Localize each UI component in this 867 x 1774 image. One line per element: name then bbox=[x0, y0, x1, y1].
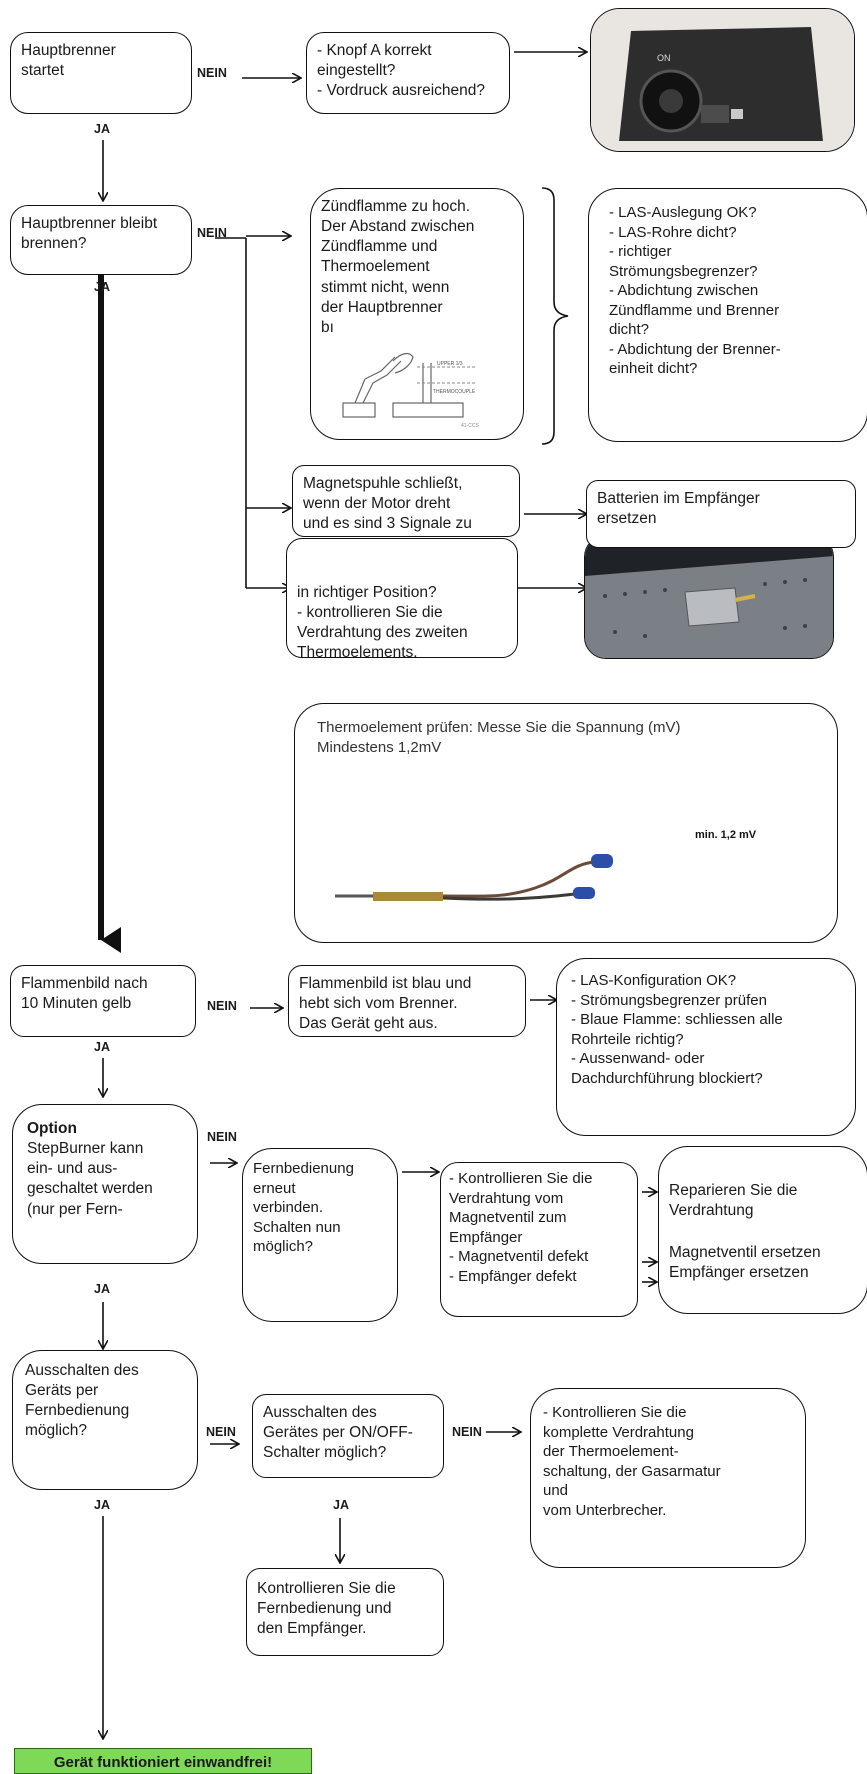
step-flame-yellow: Flammenbild nach 10 Minuten gelb bbox=[10, 965, 196, 1037]
wiring-text: - Kontrollieren Sie die Verdrahtung vom … bbox=[449, 1170, 593, 1285]
blue-flame-text: Flammenbild ist blau und hebt sich vom B… bbox=[299, 975, 472, 1033]
onoff-switch-box: Ausschalten des Gerätes per ON/OFF- Scha… bbox=[252, 1394, 444, 1478]
label-yes: JA bbox=[333, 1498, 349, 1512]
step-text: Hauptbrenner bleibt brennen? bbox=[21, 215, 158, 253]
thermocouple-photo-icon bbox=[335, 854, 613, 901]
las-config-text: - LAS-Konfiguration OK? - Strömungsbegre… bbox=[571, 972, 783, 1087]
battery-text: Batterien im Empfänger ersetzen bbox=[597, 490, 760, 528]
label-yes: JA bbox=[94, 1282, 110, 1296]
label-yes: JA bbox=[94, 280, 110, 294]
remote-text: Fernbedienung erneut verbinden. Schalten… bbox=[253, 1160, 354, 1255]
remote-check-text: Kontrollieren Sie die Fernbedienung und … bbox=[257, 1580, 396, 1638]
label-no: NEIN bbox=[207, 999, 237, 1013]
pilot-text: Zündflamme zu hoch. Der Abstand zwischen… bbox=[321, 198, 475, 336]
measure-voltage-box: Thermoelement prüfen: Messe Sie die Span… bbox=[294, 703, 838, 943]
step-main-burner-starts: Hauptbrenner startet bbox=[10, 32, 192, 114]
step-text: Hauptbrenner startet bbox=[21, 42, 116, 80]
remote-reconnect-box: Fernbedienung erneut verbinden. Schalten… bbox=[242, 1148, 398, 1322]
final-ok-banner: Gerät funktioniert einwandfrei! bbox=[14, 1748, 312, 1774]
figure-code-label: 41-CCS bbox=[461, 423, 479, 429]
receiver-photo-icon bbox=[585, 536, 833, 658]
replace-text: Magnetventil ersetzen Empfänger ersetzen bbox=[669, 1244, 821, 1282]
onoff-text: Ausschalten des Gerätes per ON/OFF- Scha… bbox=[263, 1404, 413, 1462]
las-check-box: - LAS-Auslegung OK? - LAS-Rohre dicht? -… bbox=[588, 188, 867, 442]
step-text: Ausschalten des Geräts per Fernbedienung… bbox=[25, 1362, 139, 1440]
figure-upper-label: UPPER 1/3 bbox=[437, 361, 463, 367]
label-yes: JA bbox=[94, 1498, 110, 1512]
label-no: NEIN bbox=[197, 66, 227, 80]
knob-photo-icon: ON bbox=[591, 9, 854, 151]
thermo2-box: in richtiger Position? - kontrollieren S… bbox=[286, 538, 518, 661]
step-remote-off: Ausschalten des Geräts per Fernbedienung… bbox=[12, 1350, 198, 1490]
check-knob-pressure: - Knopf A korrekt eingestellt? - Vordruc… bbox=[306, 32, 510, 114]
pilot-thermocouple-figure: UPPER 1/3 THERMOCOUPLE 41-CCS bbox=[342, 352, 479, 429]
full-wiring-text: - Kontrollieren Sie die komplette Verdra… bbox=[543, 1404, 721, 1519]
step-text: StepBurner kann ein- und aus- geschaltet… bbox=[27, 1140, 153, 1218]
check-text: - Knopf A korrekt eingestellt? - Vordruc… bbox=[317, 42, 486, 100]
label-no: NEIN bbox=[452, 1425, 482, 1439]
las-text: - LAS-Auslegung OK? - LAS-Rohre dicht? -… bbox=[609, 204, 781, 377]
pilot-flame-box: Zündflamme zu hoch. Der Abstand zwischen… bbox=[310, 188, 524, 440]
magnet-text: Magnetspuhle schließt, wenn der Motor dr… bbox=[303, 475, 472, 533]
remote-receiver-check-box: Kontrollieren Sie die Fernbedienung und … bbox=[246, 1568, 444, 1656]
label-no: NEIN bbox=[206, 1425, 236, 1439]
knob-on-label: ON bbox=[657, 53, 671, 63]
label-no: NEIN bbox=[197, 226, 227, 240]
full-wiring-box: - Kontrollieren Sie die komplette Verdra… bbox=[530, 1388, 806, 1568]
measure-value: min. 1,2 mV bbox=[695, 829, 757, 841]
figure-thermo-label: THERMOCOUPLE bbox=[433, 389, 476, 395]
photo-knob: ON bbox=[590, 8, 855, 152]
option-title: Option bbox=[27, 1120, 77, 1137]
blue-flame-box: Flammenbild ist blau und hebt sich vom B… bbox=[288, 965, 526, 1037]
step-text: Flammenbild nach 10 Minuten gelb bbox=[21, 975, 148, 1013]
photo-receiver bbox=[584, 535, 834, 659]
label-no: NEIN bbox=[207, 1130, 237, 1144]
battery-box: Batterien im Empfänger ersetzen bbox=[586, 480, 856, 548]
measure-text: Thermoelement prüfen: Messe Sie die Span… bbox=[317, 719, 681, 756]
las-config-box: - LAS-Konfiguration OK? - Strömungsbegre… bbox=[556, 958, 856, 1136]
step-option-stepburner: Option StepBurner kann ein- und aus- ges… bbox=[12, 1104, 198, 1264]
repair-text: Reparieren Sie die Verdrahtung bbox=[669, 1182, 798, 1220]
magnet-coil-box: Magnetspuhle schließt, wenn der Motor dr… bbox=[292, 465, 520, 537]
label-yes: JA bbox=[94, 1040, 110, 1054]
wiring-check-box: - Kontrollieren Sie die Verdrahtung vom … bbox=[440, 1162, 638, 1317]
repair-replace-box: Reparieren Sie die Verdrahtung Magnetven… bbox=[658, 1146, 867, 1314]
step-burner-stays-lit: Hauptbrenner bleibt brennen? bbox=[10, 205, 192, 275]
thermo2-text: in richtiger Position? - kontrollieren S… bbox=[297, 584, 468, 662]
label-yes: JA bbox=[94, 122, 110, 136]
curly-bracket bbox=[541, 187, 569, 445]
